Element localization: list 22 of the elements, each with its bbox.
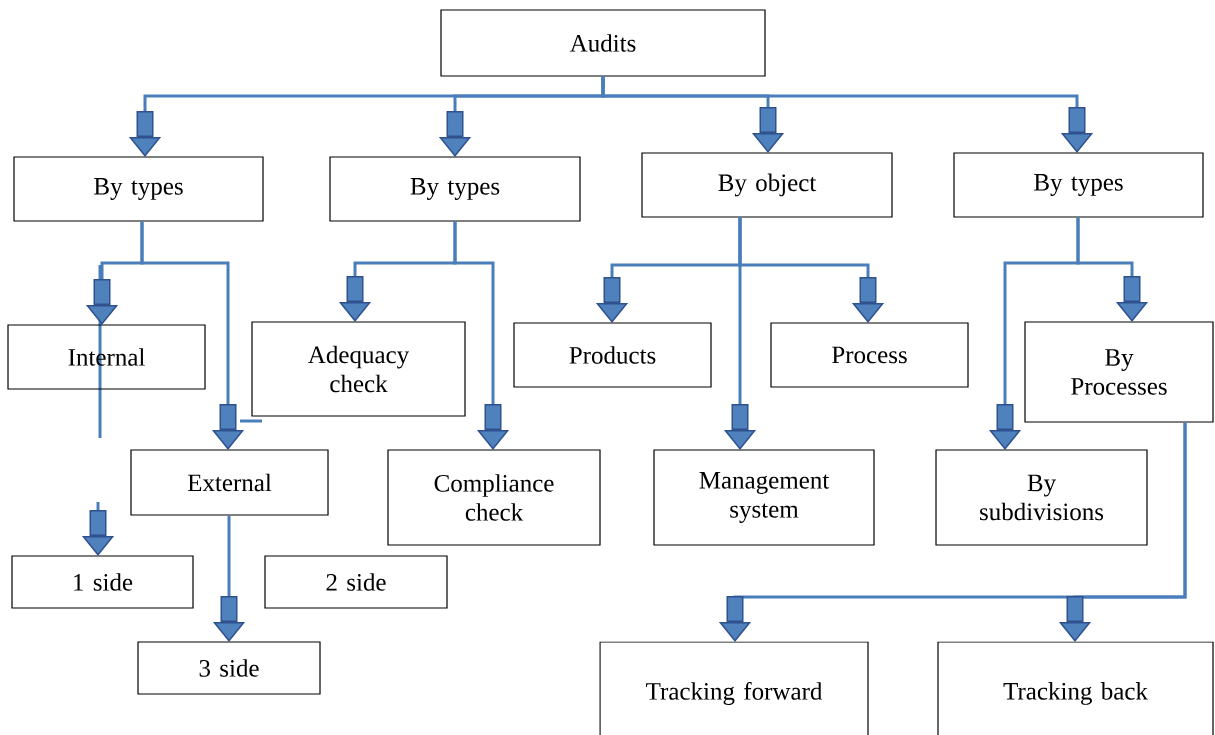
text-box: Adequacy check xyxy=(251,321,466,417)
text-box: By types xyxy=(329,156,581,222)
text-box: By types xyxy=(953,152,1204,218)
text-box: By subdivisions xyxy=(935,449,1148,546)
text-box: Management system xyxy=(653,449,875,546)
text-box: By object xyxy=(641,152,893,218)
text-box: Tracking forward xyxy=(599,641,869,735)
arrow xyxy=(453,221,510,450)
text-box: Audits xyxy=(440,9,766,77)
arrow xyxy=(601,76,1094,153)
text-box: External xyxy=(130,449,329,516)
arrow xyxy=(140,221,245,450)
text-box: 1 side xyxy=(11,555,194,609)
text-box: 2 side xyxy=(264,555,448,609)
text-box: Tracking back xyxy=(937,641,1214,735)
text-box: 3 side xyxy=(137,641,321,695)
text-box: Products xyxy=(513,322,712,388)
text-box: By Processes xyxy=(1024,321,1214,423)
arrow xyxy=(1076,217,1149,322)
text-box: Process xyxy=(770,322,969,388)
text-box: By types xyxy=(13,156,264,222)
text-box: Compliance check xyxy=(387,449,601,546)
